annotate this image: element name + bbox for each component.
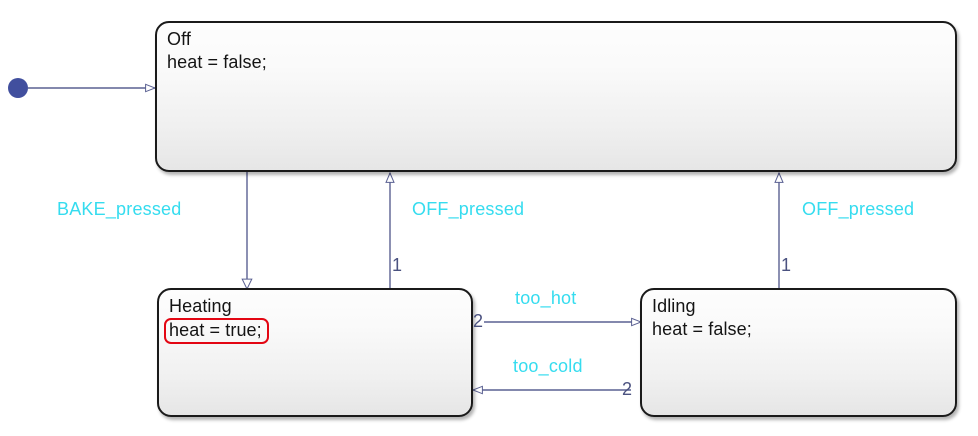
state-off-name: Off	[167, 29, 191, 49]
state-off[interactable]: Off heat = false;	[155, 21, 957, 172]
state-heating-name: Heating	[169, 296, 232, 316]
state-heating-action-highlight: heat = true;	[164, 318, 269, 344]
transition-label-off-pressed-center[interactable]: OFF_pressed	[412, 199, 525, 219]
transition-priority-too-hot: 2	[473, 311, 484, 331]
state-heating-action-wrapper: heat = true;	[164, 318, 471, 344]
state-idling-name: Idling	[652, 296, 696, 316]
transition-label-too-cold[interactable]: too_cold	[513, 356, 583, 376]
transition-priority-heating-to-off: 1	[392, 255, 403, 275]
state-idling[interactable]: Idling heat = false;	[640, 288, 957, 417]
transition-label-off-pressed-right[interactable]: OFF_pressed	[802, 199, 915, 219]
transition-priority-idling-to-off: 1	[781, 255, 792, 275]
state-idling-action: heat = false;	[652, 319, 752, 339]
transition-label-too-hot[interactable]: too_hot	[515, 288, 577, 308]
default-transition-arrow	[8, 78, 155, 98]
transition-priority-too-cold: 2	[622, 379, 633, 399]
state-off-action: heat = false;	[167, 52, 267, 72]
state-heating[interactable]: Heating heat = true;	[157, 288, 473, 417]
transition-label-bake-pressed[interactable]: BAKE_pressed	[57, 199, 182, 219]
